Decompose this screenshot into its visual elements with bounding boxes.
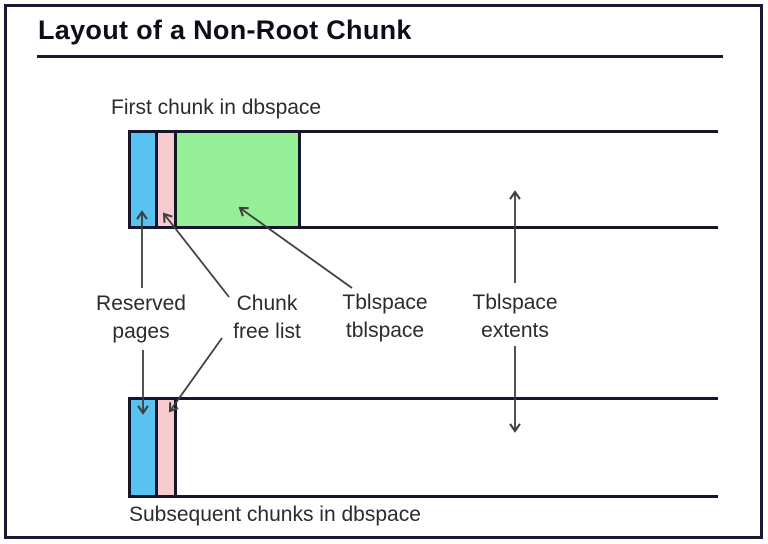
reserved-pages-label-line1: Reserved <box>96 292 186 315</box>
tblspace-extents-label-line2: extents <box>481 319 549 342</box>
first-chunk-bar <box>128 130 718 229</box>
subsequent-chunk-bar <box>128 397 718 498</box>
first-chunk-empty-area <box>301 133 718 226</box>
tblspace-tblspace-label-line2: tblspace <box>345 319 425 342</box>
tblspace-tblspace-label: Tblspace tblspace <box>315 289 455 345</box>
reserved-pages-segment <box>131 133 158 226</box>
subsequent-chunks-caption: Subsequent chunks in dbspace <box>129 503 421 526</box>
reserved-pages-label-line2: pages <box>112 320 170 343</box>
first-chunk-caption: First chunk in dbspace <box>111 96 322 119</box>
chunk-free-list-segment-subsequent <box>158 400 177 495</box>
reserved-pages-label: Reserved pages <box>71 290 211 346</box>
chunk-free-list-label-line1: Chunk <box>236 292 298 315</box>
chunk-free-list-label-line2: free list <box>233 320 301 343</box>
page-title: Layout of a Non-Root Chunk <box>38 15 412 45</box>
tblspace-extents-label-line1: Tblspace <box>472 291 558 314</box>
chunk-free-list-segment <box>158 133 177 226</box>
chunk-free-list-label: Chunk free list <box>197 290 337 346</box>
tblspace-tblspace-segment <box>177 133 301 226</box>
title-underline <box>37 55 723 58</box>
tblspace-extents-label: Tblspace extents <box>445 289 585 345</box>
subsequent-chunk-empty-area <box>177 400 718 495</box>
reserved-pages-segment-subsequent <box>131 400 158 495</box>
tblspace-tblspace-label-line1: Tblspace <box>342 291 428 314</box>
